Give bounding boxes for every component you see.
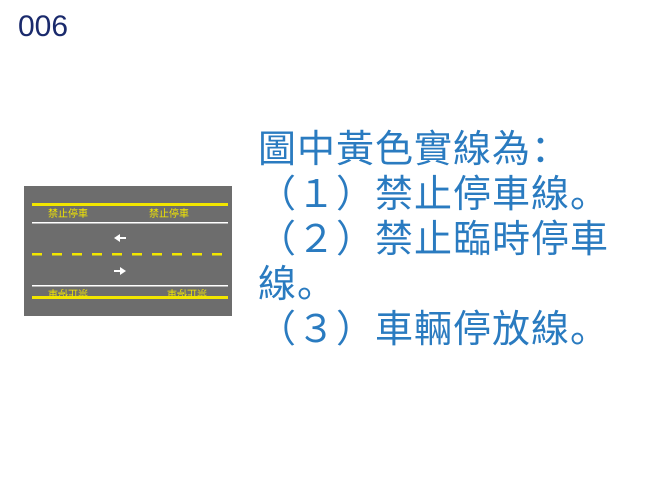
top-yellow-line <box>32 203 228 206</box>
arrow-left-icon <box>114 234 126 242</box>
bottom-yellow-line <box>32 296 228 299</box>
option-2: （２）禁止臨時停車 <box>258 219 610 261</box>
option-3: （３）車輛停放線。 <box>258 309 610 351</box>
center-dashed-line <box>32 253 222 256</box>
option-2-continued: 線。 <box>258 264 337 306</box>
question-stem: 圖中黃色實線為： <box>258 129 571 171</box>
question-number: 006 <box>18 10 69 43</box>
road-marking-image: 禁止停車 禁止停車 禁止停車 禁止停車 <box>24 186 232 316</box>
road-text-top-right: 禁止停車 <box>149 207 189 220</box>
arrow-right-icon <box>114 267 126 275</box>
top-white-line <box>32 222 228 224</box>
option-1: （１）禁止停車線。 <box>258 174 610 216</box>
road-text-bottom-left: 禁止停車 <box>48 287 88 300</box>
bottom-white-line <box>32 285 228 287</box>
question-text: 圖中黃色實線為： （１）禁止停車線。 （２）禁止臨時停車 線。 （３）車輛停放線… <box>258 128 609 353</box>
road-text-bottom-right: 禁止停車 <box>167 287 207 300</box>
road-text-top-left: 禁止停車 <box>48 207 88 220</box>
